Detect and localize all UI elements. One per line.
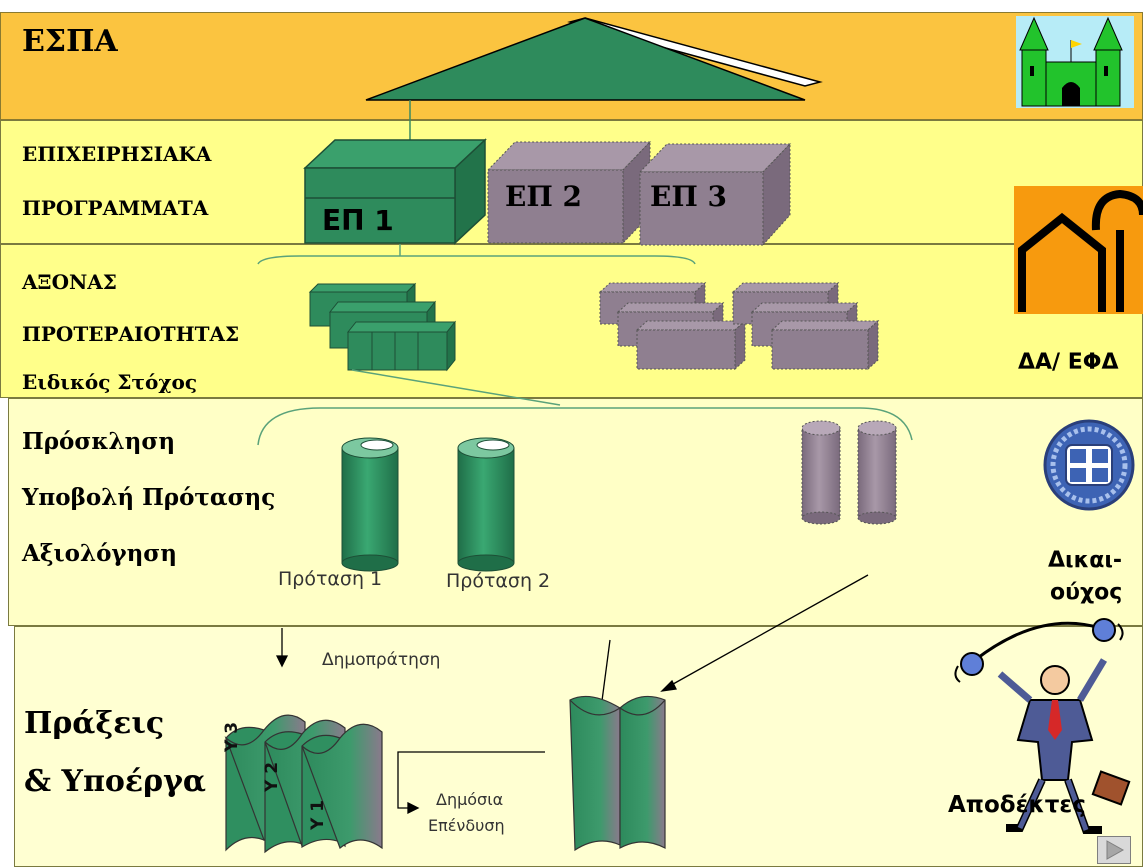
ep-label-line2: ΠΡΟΓΡΑΜΜΑΤΑ	[22, 196, 209, 220]
managing-authority-label: ΔΑ/ ΕΦΔ	[1018, 350, 1119, 375]
acts-label-line1: Πράξεις	[24, 706, 165, 741]
ep3-label: ΕΠ 3	[650, 180, 728, 213]
proposal-2-cylinder	[457, 437, 515, 572]
green-axis-boxes	[308, 282, 457, 372]
call-label-line3: Αξιολόγηση	[22, 540, 177, 567]
beneficiary-label-line2: ούχος	[1050, 580, 1123, 605]
call-label-line2: Υποβολή Πρότασης	[22, 484, 276, 511]
ep3-box	[638, 142, 792, 247]
auction-label: Δημοπράτηση	[322, 650, 441, 670]
public-investment-label-line2: Επένδυση	[428, 816, 505, 835]
proposal-1-cylinder	[341, 437, 399, 572]
ep2-label: ΕΠ 2	[505, 180, 583, 213]
acts-label-line2: & Υποέργα	[24, 764, 206, 799]
band-call	[8, 398, 1143, 626]
public-investment-label-line1: Δημόσια	[436, 790, 504, 809]
play-next-icon	[1106, 840, 1125, 860]
buildings-icon	[1014, 186, 1143, 314]
call-brace	[257, 407, 913, 446]
investment-scrolls	[569, 695, 666, 852]
next-slide-button[interactable]	[1097, 836, 1131, 864]
axis-label-line2: ΠΡΟΤΕΡΑΙΟΤΗΤΑΣ	[22, 322, 240, 346]
subproject-y2-label: Υ 2	[262, 761, 282, 792]
proposal-2-label: Πρόταση 2	[446, 570, 551, 592]
ep2-box	[486, 140, 652, 245]
businessman-juggling-icon	[954, 618, 1131, 834]
recipients-label: Αποδέκτες	[948, 792, 1086, 818]
greek-emblem-icon	[1043, 419, 1135, 511]
axis-brace	[257, 255, 696, 265]
ep1-box	[303, 138, 487, 245]
subproject-y3-label: Υ 3	[222, 721, 242, 752]
axis-label-line1: ΑΞΟΝΑΣ	[22, 270, 117, 294]
call-label-line1: Πρόσκληση	[22, 428, 176, 455]
espa-roof	[365, 17, 823, 145]
espa-title: ΕΣΠΑ	[22, 24, 118, 59]
axis-label-line3: Ειδικός Στόχος	[22, 370, 198, 394]
castle-icon	[1016, 16, 1134, 108]
ep-label-line1: ΕΠΙΧΕΙΡΗΣΙΑΚΑ	[22, 142, 212, 166]
proposal-1-label: Πρόταση 1	[278, 568, 383, 590]
beneficiary-label-line1: Δικαι-	[1048, 548, 1123, 573]
subproject-scrolls	[224, 714, 383, 854]
ep1-label: ΕΠ 1	[322, 204, 394, 237]
subproject-y1-label: Υ 1	[308, 799, 328, 830]
purple-cylinders	[801, 420, 897, 525]
purple-axis-boxes	[598, 281, 880, 371]
band-priority-axis	[0, 244, 1143, 398]
